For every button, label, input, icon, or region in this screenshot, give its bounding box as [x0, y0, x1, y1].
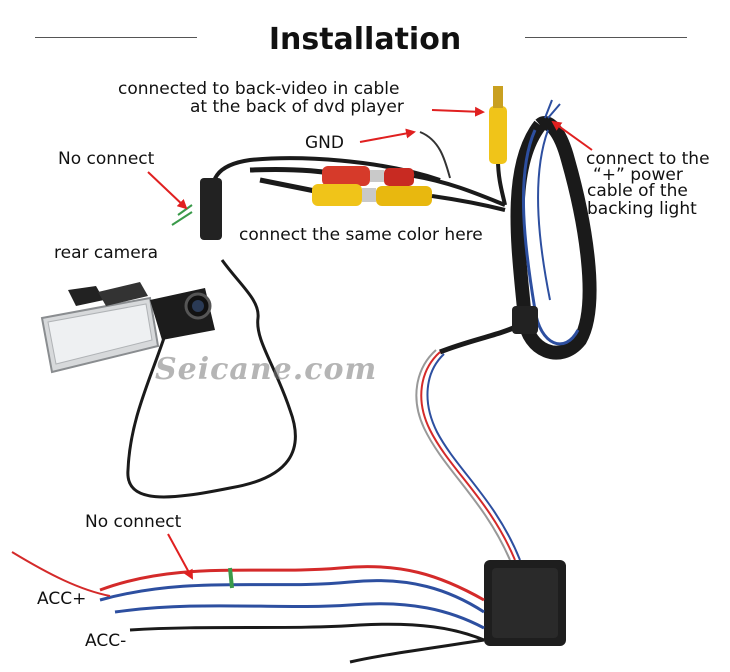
no-connect-bottom-label: No connect: [85, 512, 182, 532]
page-title: Installation: [268, 22, 462, 57]
acc-minus-label: ACC-: [85, 631, 127, 651]
cable-coil: [510, 99, 597, 360]
annotation-arrows: [147, 106, 593, 580]
no-connect-top-label: No connect: [58, 149, 155, 169]
yellow-rca-cable: [259, 177, 321, 195]
back-video-label-line1: connected to back-video in cable: [118, 79, 400, 99]
back-video-arrow: [431, 106, 485, 117]
back-video-label-line2: at the back of dvd player: [190, 97, 404, 117]
power-label-line1: connect to the: [586, 149, 710, 169]
gnd-label: GND: [305, 133, 344, 153]
yellow-rca-plug: [312, 184, 432, 206]
rca-return-cable-2: [431, 194, 506, 212]
module-wire-bundle: [415, 349, 521, 561]
power-label-line2: “+” power: [593, 165, 683, 185]
top-yellow-rca-plug: [489, 106, 507, 164]
power-label-line4: backing light: [587, 199, 697, 219]
power-label-line3: cable of the: [587, 181, 688, 201]
no-connect-bottom-arrow: [167, 533, 193, 580]
same-color-label: connect the same color here: [239, 225, 483, 245]
watermark: Seicane.com: [155, 352, 378, 387]
camera-connector: [200, 178, 222, 240]
top-yellow-rca-tip: [493, 86, 503, 108]
red-rca-plug: [322, 166, 414, 186]
control-module: [484, 560, 566, 646]
title-rule-right: [525, 37, 687, 38]
coil-to-module-cable: [439, 322, 522, 355]
acc-plus-label: ACC+: [37, 589, 87, 609]
title-rule-left: [35, 37, 197, 38]
bottom-harness: [11, 551, 485, 664]
rear-camera-image: [40, 282, 215, 374]
camera-cable: [126, 259, 297, 499]
green-wire-stub: [171, 204, 193, 226]
gnd-wire: [419, 131, 451, 179]
no-connect-top-arrow: [147, 171, 188, 210]
top-yellow-cable: [496, 159, 507, 206]
rca-return-cable: [413, 174, 506, 207]
coil-connector: [512, 306, 538, 334]
rear-camera-label: rear camera: [54, 243, 159, 263]
power-arrow: [551, 120, 593, 151]
gnd-arrow: [359, 128, 416, 143]
